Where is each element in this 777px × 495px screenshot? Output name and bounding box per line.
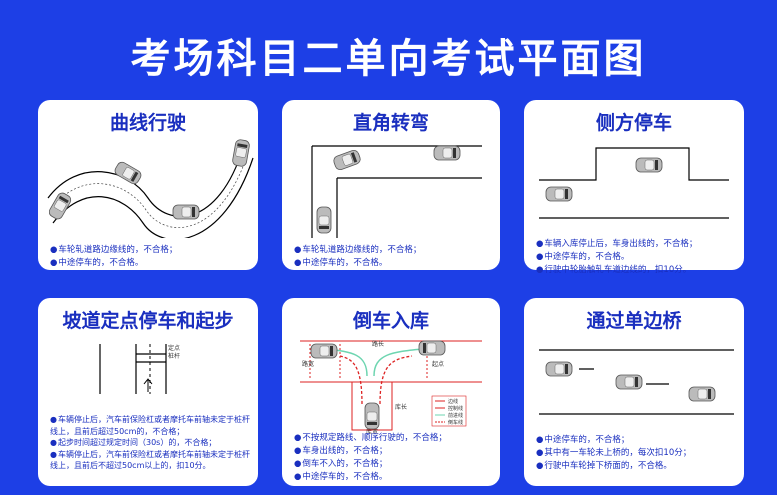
rules-list: 中途停车的，不合格； 其中有一车轮未上桥的，每次扣10分； 行驶中车轮掉下桥面的… (536, 434, 736, 473)
rule-item: 中途停车的，不合格。 (294, 257, 492, 270)
rules-list: 车轮轧道路边缘线的，不合格； 中途停车的，不合格。 (294, 244, 492, 270)
legend-item: 控制线 (448, 405, 463, 412)
legend-item: 边线 (448, 398, 458, 405)
rule-item: 起步时间超过规定时间（30s）的，不合格； (50, 437, 250, 449)
rule-item: 车辆停止后，汽车前保险杠或者摩托车前轴未定于桩杆线上，且前后不超过50cm以上的… (50, 449, 250, 472)
rule-item: 车身出线的，不合格； (294, 445, 492, 458)
card-single-bridge: 通过单边桥 中途停车的，不合格； 其中有一车轮未上桥的，每次扣10分； 行驶中车… (524, 298, 744, 486)
card-title: 直角转弯 (352, 112, 429, 134)
bridge-diagram (539, 349, 734, 415)
card-title: 曲线行驶 (109, 112, 186, 134)
legend-item: 前进线 (448, 412, 463, 419)
legend-item: 倒车线 (448, 419, 463, 426)
rule-item: 其中有一车轮未上桥的，每次扣10分； (536, 447, 736, 460)
rule-item: 不按规定路线、顺序行驶的，不合格； (294, 432, 492, 445)
label-fixed-point: 定点 (168, 344, 180, 352)
rule-item: 车轮轧道路边缘线的，不合格； (294, 244, 492, 257)
rules-list: 车辆入库停止后，车身出线的，不合格； 中途停车的，不合格。 行驶中轮胎触轧车道边… (536, 238, 736, 277)
label-start: 起点 (432, 360, 444, 368)
rule-item: 中途停车的，不合格； (536, 434, 736, 447)
label-road-width: 路宽 (302, 360, 314, 368)
rule-item: 行驶中车轮掉下桥面的，不合格。 (536, 460, 736, 473)
right-angle-diagram (311, 145, 482, 238)
rule-item: 倒车不入的，不合格； (294, 458, 492, 471)
rule-item: 行驶中轮胎触轧车道边线的，扣10分。 (536, 264, 736, 277)
page-title: 考场科目二单向考试平面图 (130, 36, 647, 82)
label-pole: 桩杆 (168, 352, 180, 360)
card-curve-driving: 曲线行驶 车轮轧道路边缘线的，不合格； 中途停车的，不合格。 (38, 100, 258, 270)
label-garage-width: 库宽 (366, 428, 378, 434)
card-slope-stop-start: 坡道定点停车和起步 定点 桩杆 车辆停止后，汽车前保险杠或者摩托车前轴未定于桩杆… (38, 298, 258, 486)
card-title: 倒车入库 (352, 310, 429, 332)
card-title: 通过单边桥 (586, 310, 682, 332)
reverse-parking-diagram: 路长 路宽 起点 库长 库宽 边线 控制线 前进线 倒车线 (300, 340, 482, 434)
car-icon (46, 190, 74, 222)
rule-item: 车轮轧道路边缘线的，不合格； (50, 244, 250, 257)
card-title: 坡道定点停车和起步 (62, 310, 234, 332)
label-road-length: 路长 (372, 340, 384, 348)
label-garage-length: 库长 (395, 403, 407, 411)
rule-item: 中途停车的，不合格。 (536, 251, 736, 264)
slope-diagram: 定点 桩杆 (99, 344, 180, 394)
rules-list: 不按规定路线、顺序行驶的，不合格； 车身出线的，不合格； 倒车不入的，不合格； … (294, 432, 492, 484)
rules-list: 车辆停止后，汽车前保险杠或者摩托车前轴未定于桩杆线上，且前后超过50cm的，不合… (50, 414, 250, 472)
curve-diagram (46, 138, 254, 238)
card-reverse-parking: 倒车入库 路长 路宽 起点 库长 库宽 边线 控制线 前进线 倒车线 不按规定路… (282, 298, 500, 486)
rules-list: 车轮轧道路边缘线的，不合格； 中途停车的，不合格。 (50, 244, 250, 270)
rule-item: 车辆入库停止后，车身出线的，不合格； (536, 238, 736, 251)
rule-item: 车辆停止后，汽车前保险杠或者摩托车前轴未定于桩杆线上，且前后超过50cm的，不合… (50, 414, 250, 437)
rule-item: 中途停车的，不合格。 (50, 257, 250, 270)
card-right-angle-turn: 直角转弯 车轮轧道路边缘线的，不合格； 中途停车的，不合格。 (282, 100, 500, 270)
rule-item: 中途停车的，不合格。 (294, 471, 492, 484)
side-parking-diagram (539, 147, 729, 219)
card-side-parking: 侧方停车 车辆入库停止后，车身出线的，不合格； 中途停车的，不合格。 行驶中轮胎… (524, 100, 744, 275)
card-title: 侧方停车 (595, 112, 672, 134)
